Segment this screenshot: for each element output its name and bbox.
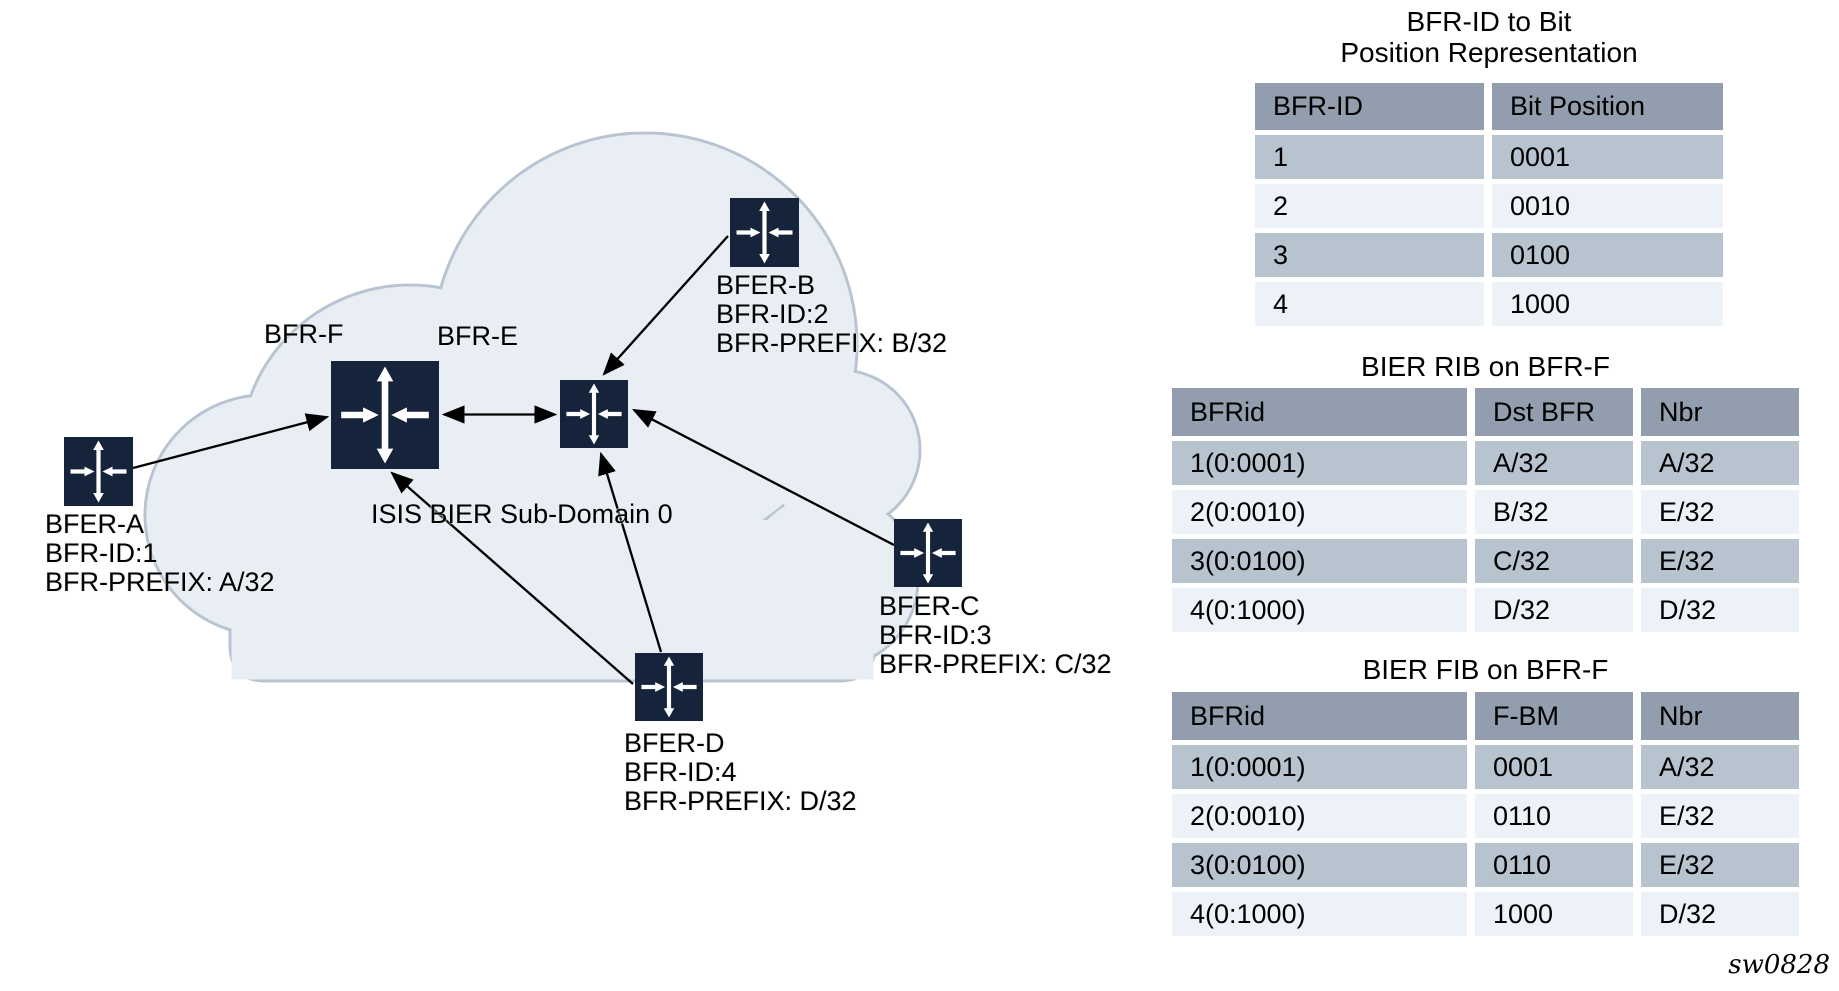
label-bfer-c: BFER-C BFR-ID:3 BFR-PREFIX: C/32	[879, 592, 1112, 679]
router-bfer-d	[635, 653, 703, 721]
table-cell: 0100	[1492, 233, 1723, 277]
label-bfer-d: BFER-D BFR-ID:4 BFR-PREFIX: D/32	[624, 729, 857, 816]
table-title-fib: BIER FIB on BFR-F	[1362, 654, 1609, 685]
router-bfer-a	[64, 437, 133, 506]
table-cell: 2	[1255, 184, 1484, 228]
link-bferb-to-bfre	[602, 235, 729, 376]
table-title-line: BFR-ID to Bit	[1406, 6, 1572, 37]
node-bfr-prefix: BFR-PREFIX: C/32	[879, 649, 1112, 679]
table-title-line: Position Representation	[1340, 37, 1638, 68]
table-cell: 4(0:1000)	[1172, 892, 1467, 936]
table-cell: 0001	[1492, 135, 1723, 179]
node-name: BFER-D	[624, 728, 725, 758]
router-icon	[560, 380, 628, 448]
table-fib: BFRid F-BM Nbr 1(0:0001) 0001 A/32 2(0:0…	[1172, 692, 1799, 936]
label-bfr-e: BFR-E	[437, 321, 518, 351]
table-cell: E/32	[1641, 843, 1799, 887]
table-cell: 1000	[1492, 282, 1723, 326]
column-header: F-BM	[1475, 692, 1633, 740]
table-cell: 1(0:0001)	[1172, 441, 1467, 485]
node-bfr-id: BFR-ID:1	[45, 538, 158, 568]
node-bfr-id: BFR-ID:2	[716, 299, 829, 329]
table-cell: A/32	[1641, 745, 1799, 789]
table-cell: 1000	[1475, 892, 1633, 936]
table-cell: 2(0:0010)	[1172, 490, 1467, 534]
column-header: Dst BFR	[1475, 388, 1633, 436]
table-cell: E/32	[1641, 539, 1799, 583]
table-cell: 0010	[1492, 184, 1723, 228]
node-bfr-prefix: BFR-PREFIX: B/32	[716, 328, 948, 358]
column-header: BFRid	[1172, 388, 1467, 436]
node-bfr-prefix: BFR-PREFIX: A/32	[45, 567, 275, 597]
table-cell: 0001	[1475, 745, 1633, 789]
router-icon	[64, 437, 133, 506]
column-header: Nbr	[1641, 692, 1799, 740]
table-title-bit-position: BFR-ID to Bit Position Representation	[1255, 6, 1723, 68]
table-rib: BFRid Dst BFR Nbr 1(0:0001) A/32 A/32 2(…	[1172, 388, 1799, 632]
node-bfr-id: BFR-ID:3	[879, 620, 992, 650]
table-bit-position: BFR-ID Bit Position 1 0001 2 0010 3 0100…	[1255, 83, 1723, 326]
node-name: BFER-A	[45, 509, 145, 539]
figure-id-watermark: sw0828	[1728, 950, 1830, 980]
label-bfr-f: BFR-F	[264, 319, 344, 349]
node-bfr-prefix: BFR-PREFIX: D/32	[624, 786, 857, 816]
label-bfer-b: BFER-B BFR-ID:2 BFR-PREFIX: B/32	[716, 271, 947, 358]
router-icon	[635, 653, 703, 721]
router-icon	[894, 519, 962, 587]
label-bfer-a: BFER-A BFR-ID:1 BFR-PREFIX: A/32	[45, 510, 275, 597]
node-name: BFER-B	[716, 270, 816, 300]
link-bferc-to-bfre	[631, 408, 895, 547]
label-isis-subdomain: ISIS BIER Sub-Domain 0	[371, 499, 673, 529]
cloud-fill	[146, 134, 919, 680]
column-header: BFR-ID	[1255, 83, 1484, 130]
table-cell: B/32	[1475, 490, 1633, 534]
table-cell: 4(0:1000)	[1172, 588, 1467, 632]
table-cell: D/32	[1641, 588, 1799, 632]
table-cell: 2(0:0010)	[1172, 794, 1467, 838]
router-bfer-c	[894, 519, 962, 587]
table-cell: D/32	[1641, 892, 1799, 936]
table-cell: A/32	[1641, 441, 1799, 485]
router-bfr-e	[560, 380, 628, 448]
router-icon	[331, 361, 439, 469]
router-icon	[730, 198, 799, 267]
table-cell: 0110	[1475, 794, 1633, 838]
router-bfr-f	[331, 361, 439, 469]
router-bfer-b	[730, 198, 799, 267]
table-cell: 4	[1255, 282, 1484, 326]
link-bferd-to-bfre	[598, 451, 663, 653]
table-cell: 3(0:0100)	[1172, 843, 1467, 887]
table-cell: C/32	[1475, 539, 1633, 583]
table-cell: D/32	[1475, 588, 1633, 632]
node-name: BFER-C	[879, 591, 980, 621]
table-title-rib: BIER RIB on BFR-F	[1361, 351, 1610, 382]
column-header: Nbr	[1641, 388, 1799, 436]
column-header: Bit Position	[1492, 83, 1723, 130]
table-cell: E/32	[1641, 794, 1799, 838]
link-bferd-to-bfrf	[390, 471, 634, 685]
table-cell: 1	[1255, 135, 1484, 179]
table-cell: 3(0:0100)	[1172, 539, 1467, 583]
table-cell: A/32	[1475, 441, 1633, 485]
table-cell: 0110	[1475, 843, 1633, 887]
column-header: BFRid	[1172, 692, 1467, 740]
node-bfr-id: BFR-ID:4	[624, 757, 737, 787]
table-cell: 1(0:0001)	[1172, 745, 1467, 789]
link-bfera-to-bfrf	[132, 413, 330, 470]
table-cell: 3	[1255, 233, 1484, 277]
table-cell: E/32	[1641, 490, 1799, 534]
